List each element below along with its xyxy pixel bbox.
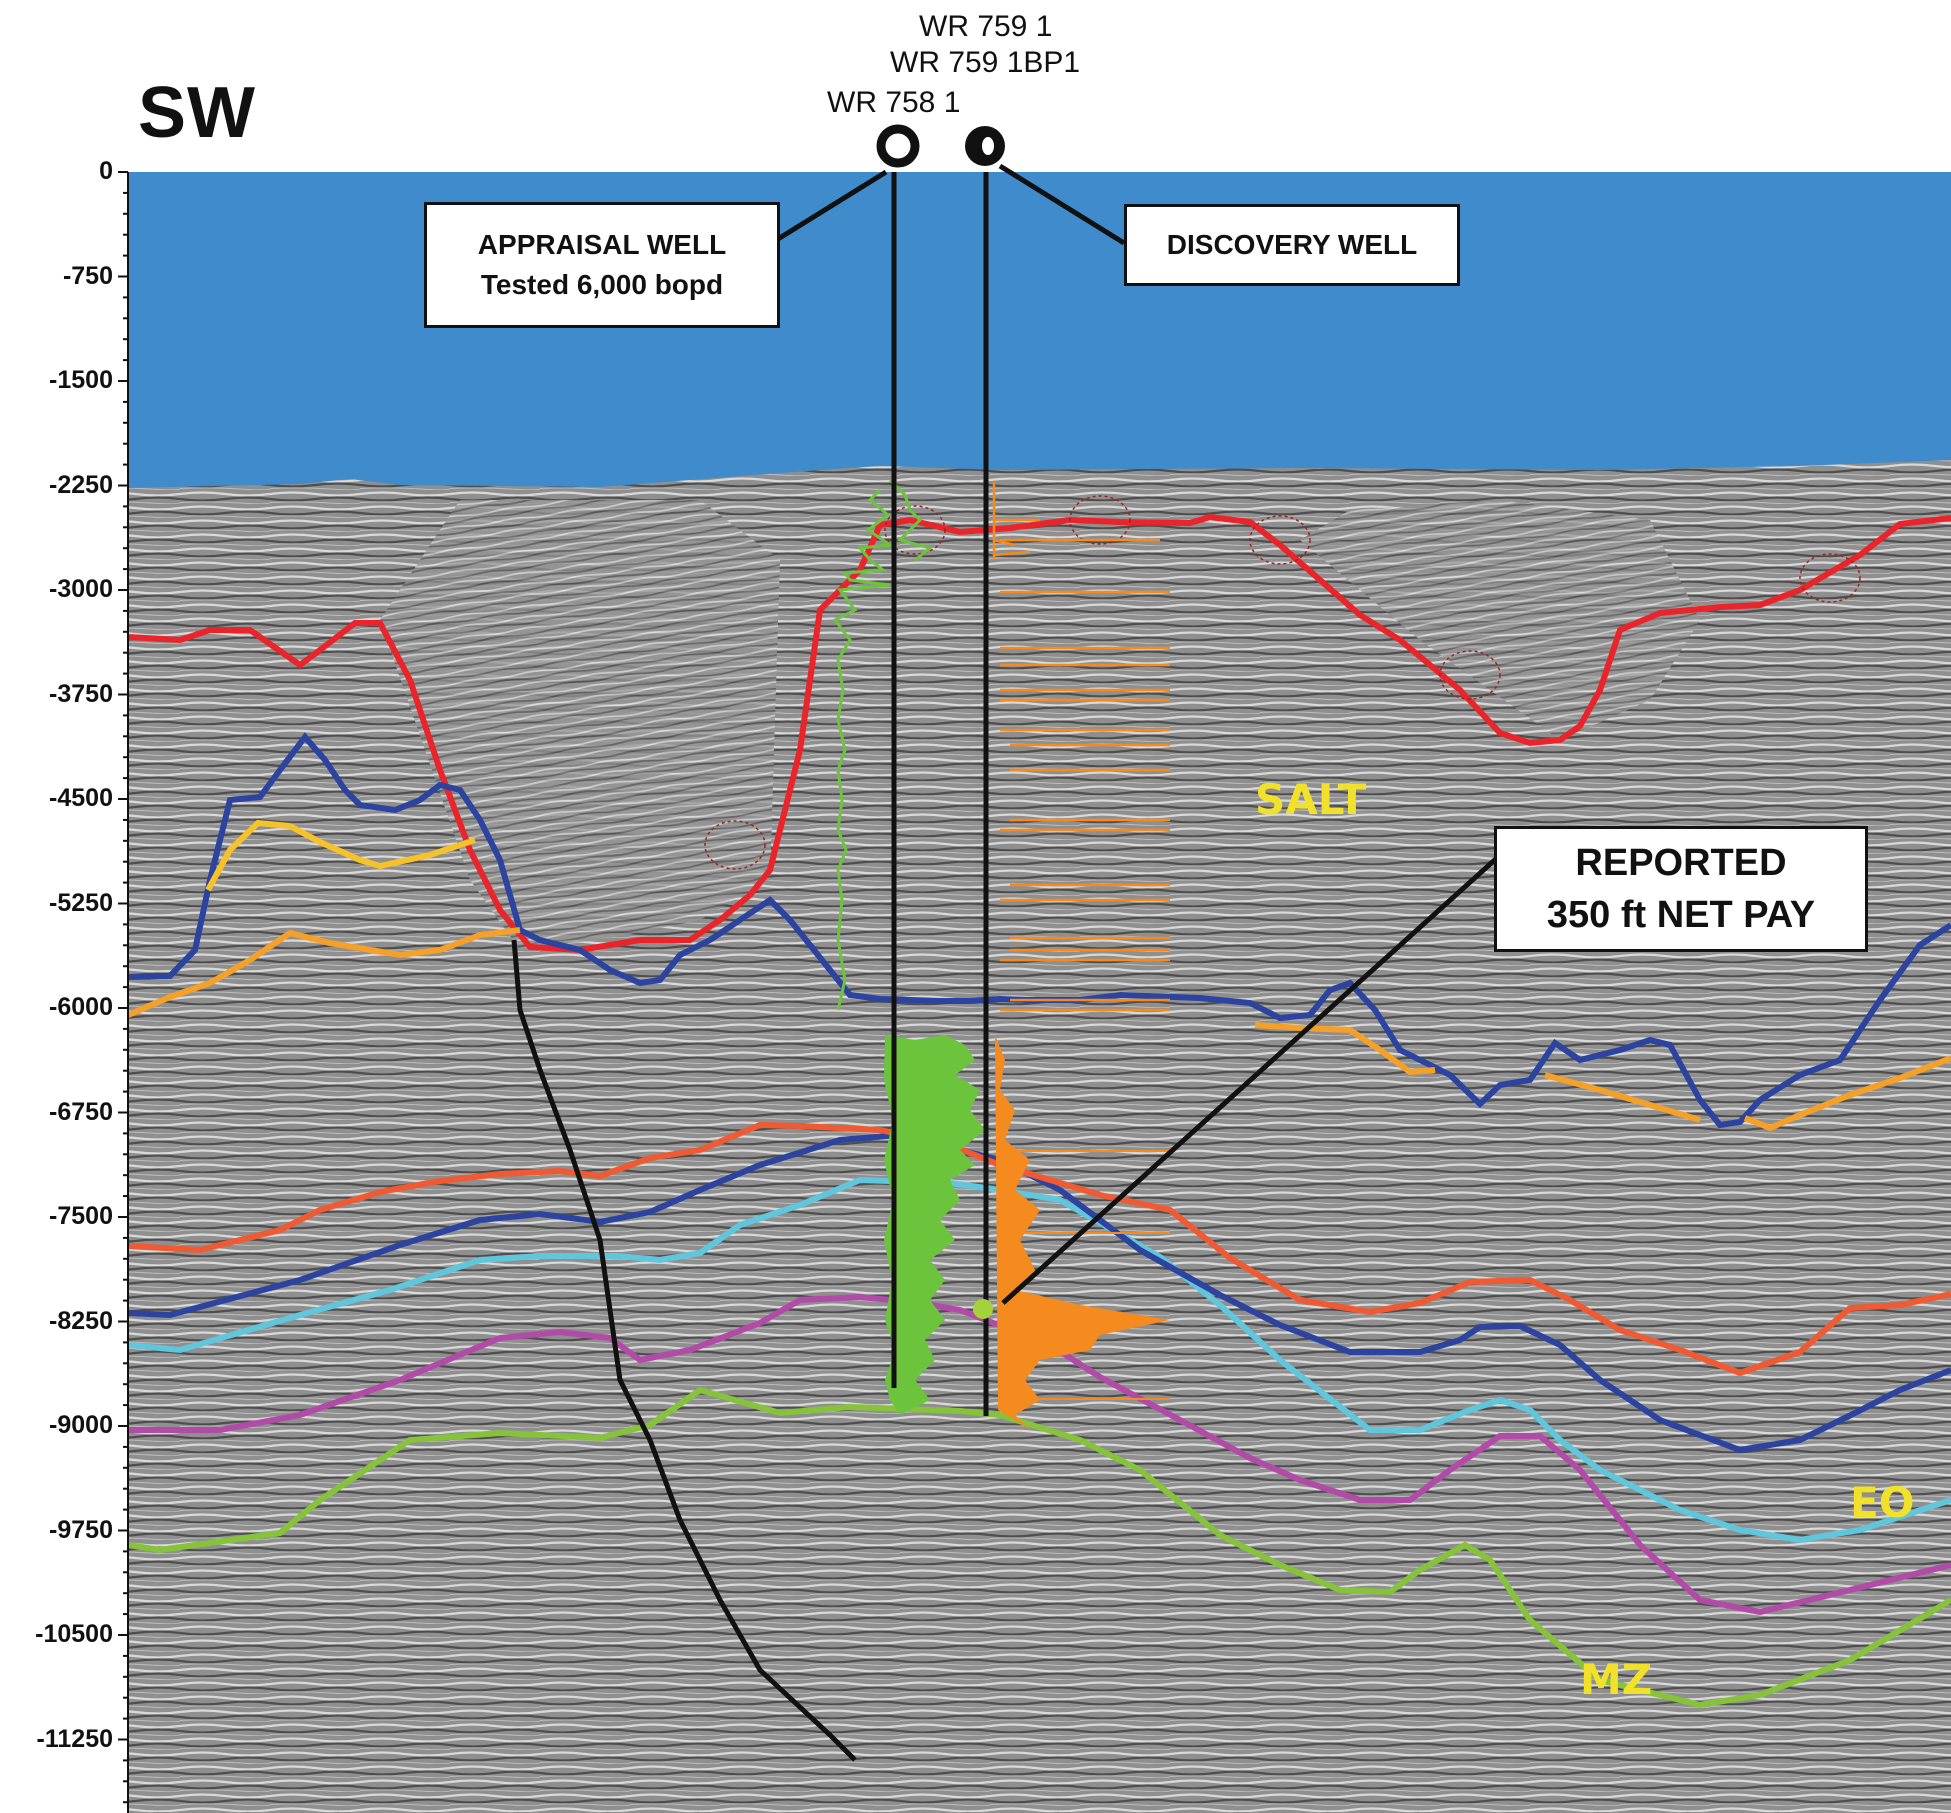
depth-tick-label: -9000 xyxy=(49,1411,113,1439)
callout-reported-pay: 350 ft NET PAY xyxy=(1546,894,1816,936)
well-name-wr-759-1: WR 759 1 xyxy=(919,10,1053,43)
depth-tick-label: -11250 xyxy=(36,1724,113,1753)
horizon-salt-top xyxy=(128,513,1951,954)
depth-tick-label: -9750 xyxy=(49,1515,113,1544)
horizon-red-orange xyxy=(128,1121,1951,1377)
callout-appraisal-test: Tested 6,000 bopd xyxy=(480,269,724,300)
fault-line xyxy=(511,939,857,1762)
depth-tick-label: -3000 xyxy=(49,575,113,603)
horizon-orange-right-2 xyxy=(1544,1072,1701,1123)
horizon-green-mz xyxy=(128,1386,1951,1709)
callout-appraisal-well: APPRAISAL WELL Tested 6,000 bopd xyxy=(424,202,780,328)
formation-label-eo: EO xyxy=(1850,1478,1915,1527)
callout-reported-title: REPORTED xyxy=(1575,842,1787,884)
depth-axis xyxy=(118,171,129,1813)
leader-appraisal xyxy=(776,169,888,242)
well-name-wr-759-1bp1: WR 759 1BP1 xyxy=(890,46,1081,79)
well-log-green-appraisal xyxy=(832,478,934,1011)
depth-tick-label: -4500 xyxy=(49,784,113,812)
well-log-green-lower xyxy=(884,1035,985,1415)
well-log-orange-lower xyxy=(995,1035,1170,1430)
leader-discovery xyxy=(998,163,1126,246)
formation-label-salt: SALT xyxy=(1255,775,1367,824)
horizon-blue-deep xyxy=(128,1131,1951,1454)
callout-discovery-well: DISCOVERY WELL xyxy=(1124,204,1460,286)
well-name-wr-758-1: WR 758 1 xyxy=(827,86,961,119)
net-pay-marker xyxy=(973,1299,993,1319)
depth-tick-label: -7500 xyxy=(49,1202,113,1230)
attribute-markers xyxy=(704,495,1861,870)
depth-tick-label: -10500 xyxy=(35,1620,113,1648)
sediment-drape-right xyxy=(1300,500,1700,740)
horizon-magenta xyxy=(128,1293,1951,1616)
depth-tick-label: -6750 xyxy=(49,1097,113,1126)
well-log-orange-discovery xyxy=(992,482,1170,1012)
horizon-orange-right-3 xyxy=(1743,1055,1951,1132)
horizon-blue-shallow xyxy=(128,732,1951,1129)
well-symbol-appraisal xyxy=(876,124,920,168)
depth-tick-label: -750 xyxy=(62,261,113,290)
callout-discovery-title: DISCOVERY WELL xyxy=(1166,229,1418,260)
direction-label-sw: SW xyxy=(138,73,256,153)
callout-reported-net-pay: REPORTED 350 ft NET PAY xyxy=(1494,826,1868,952)
sediment-drape-left xyxy=(380,500,780,950)
depth-tick-label: -2250 xyxy=(49,470,113,499)
depth-tick-label: -3750 xyxy=(49,679,113,708)
horizon-orange-right-1 xyxy=(1254,1022,1436,1076)
depth-tick-label: -5250 xyxy=(49,888,113,917)
leader-reported xyxy=(1001,855,1500,1305)
depth-tick-label: -6000 xyxy=(49,993,113,1021)
horizon-yellow xyxy=(205,819,476,892)
water-column xyxy=(128,172,1951,492)
depth-tick-label: -8250 xyxy=(49,1306,113,1335)
depth-tick-label: -1500 xyxy=(49,366,113,394)
callout-appraisal-title: APPRAISAL WELL xyxy=(477,229,727,260)
formation-label-mz: MZ xyxy=(1580,1655,1653,1704)
depth-tick-label: 0 xyxy=(99,157,113,185)
horizon-orange-left xyxy=(128,927,521,1018)
